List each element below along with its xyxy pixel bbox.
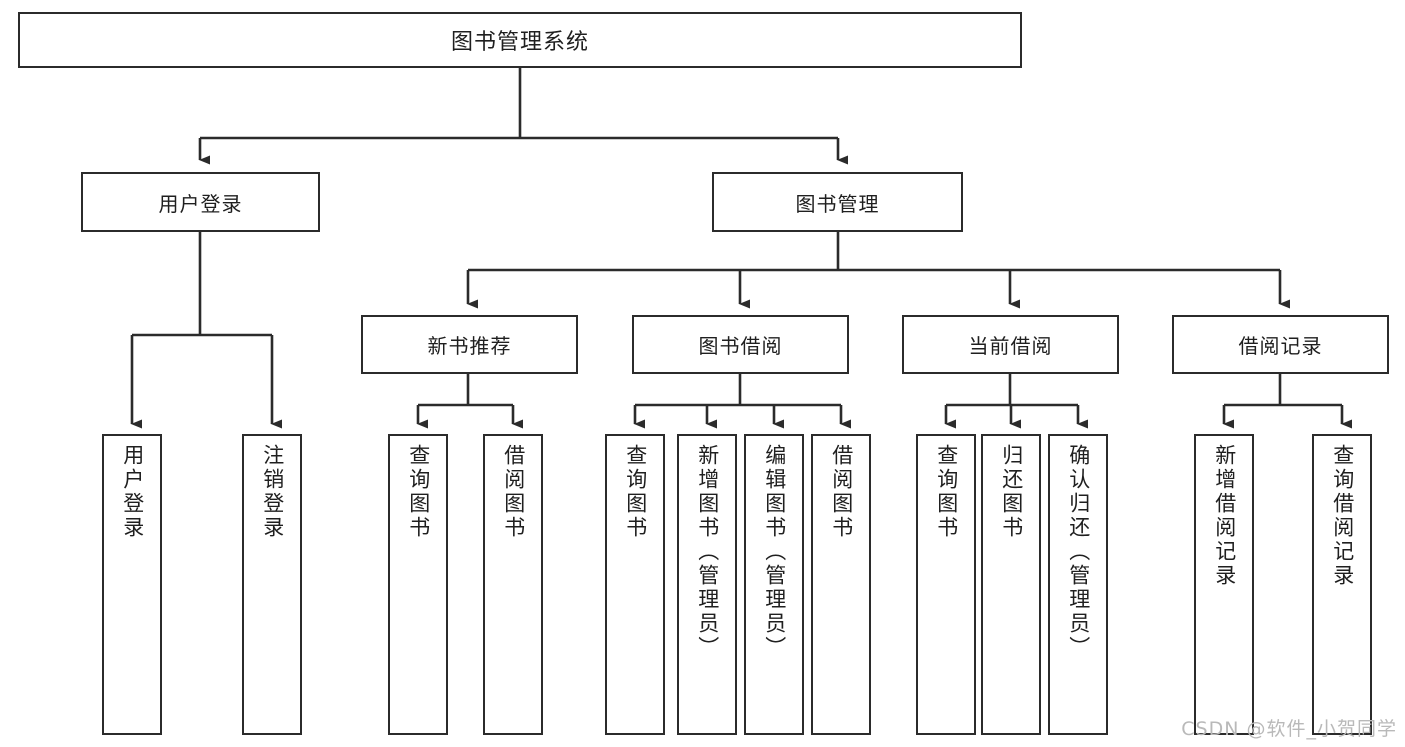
leaf-label: 新增借阅记录 bbox=[1212, 444, 1237, 588]
leaf-borrow-record-query[interactable]: 查询借阅记录 bbox=[1312, 434, 1372, 735]
leaf-label: 查询图书 bbox=[623, 444, 648, 540]
leaf-label: 用户登录 bbox=[120, 444, 145, 540]
leaf-label: 查询图书 bbox=[934, 444, 959, 540]
leaf-book-borrow-edit[interactable]: 编辑图书（管理员） bbox=[744, 434, 804, 735]
leaf-label: 编辑图书（管理员） bbox=[762, 444, 787, 660]
leaf-user-login-logout[interactable]: 注销登录 bbox=[242, 434, 302, 735]
leaf-book-borrow-add[interactable]: 新增图书（管理员） bbox=[677, 434, 737, 735]
leaf-label: 注销登录 bbox=[260, 444, 285, 540]
node-book-management[interactable]: 图书管理 bbox=[712, 172, 963, 232]
node-current-borrow[interactable]: 当前借阅 bbox=[902, 315, 1119, 374]
node-new-book-recommend[interactable]: 新书推荐 bbox=[361, 315, 578, 374]
leaf-label: 新增图书（管理员） bbox=[695, 444, 720, 660]
node-current-borrow-label: 当前借阅 bbox=[968, 334, 1053, 358]
leaf-label: 借阅图书 bbox=[501, 444, 526, 540]
node-borrow-record-label: 借阅记录 bbox=[1238, 334, 1323, 358]
leaf-new-book-query[interactable]: 查询图书 bbox=[388, 434, 448, 735]
leaf-book-borrow-query[interactable]: 查询图书 bbox=[605, 434, 665, 735]
leaf-new-book-borrow[interactable]: 借阅图书 bbox=[483, 434, 543, 735]
leaf-current-borrow-query[interactable]: 查询图书 bbox=[916, 434, 976, 735]
node-root[interactable]: 图书管理系统 bbox=[18, 12, 1022, 68]
leaf-label: 归还图书 bbox=[999, 444, 1024, 540]
node-book-borrow-label: 图书借阅 bbox=[698, 334, 783, 358]
leaf-label: 确认归还（管理员） bbox=[1066, 444, 1091, 660]
node-root-label: 图书管理系统 bbox=[450, 30, 589, 55]
node-book-management-label: 图书管理 bbox=[795, 191, 880, 216]
node-book-borrow[interactable]: 图书借阅 bbox=[632, 315, 849, 374]
leaf-user-login-login[interactable]: 用户登录 bbox=[102, 434, 162, 735]
watermark: CSDN @软件_小贺同学 bbox=[1181, 718, 1397, 740]
node-new-book-recommend-label: 新书推荐 bbox=[427, 334, 512, 358]
leaf-current-borrow-return[interactable]: 归还图书 bbox=[981, 434, 1041, 735]
leaf-label: 查询借阅记录 bbox=[1330, 444, 1355, 588]
node-user-login-label: 用户登录 bbox=[158, 191, 243, 216]
node-borrow-record[interactable]: 借阅记录 bbox=[1172, 315, 1389, 374]
leaf-current-borrow-confirm[interactable]: 确认归还（管理员） bbox=[1048, 434, 1108, 735]
leaf-book-borrow-borrow[interactable]: 借阅图书 bbox=[811, 434, 871, 735]
leaf-label: 借阅图书 bbox=[829, 444, 854, 540]
node-user-login[interactable]: 用户登录 bbox=[81, 172, 320, 232]
leaf-borrow-record-add[interactable]: 新增借阅记录 bbox=[1194, 434, 1254, 735]
leaf-label: 查询图书 bbox=[406, 444, 431, 540]
